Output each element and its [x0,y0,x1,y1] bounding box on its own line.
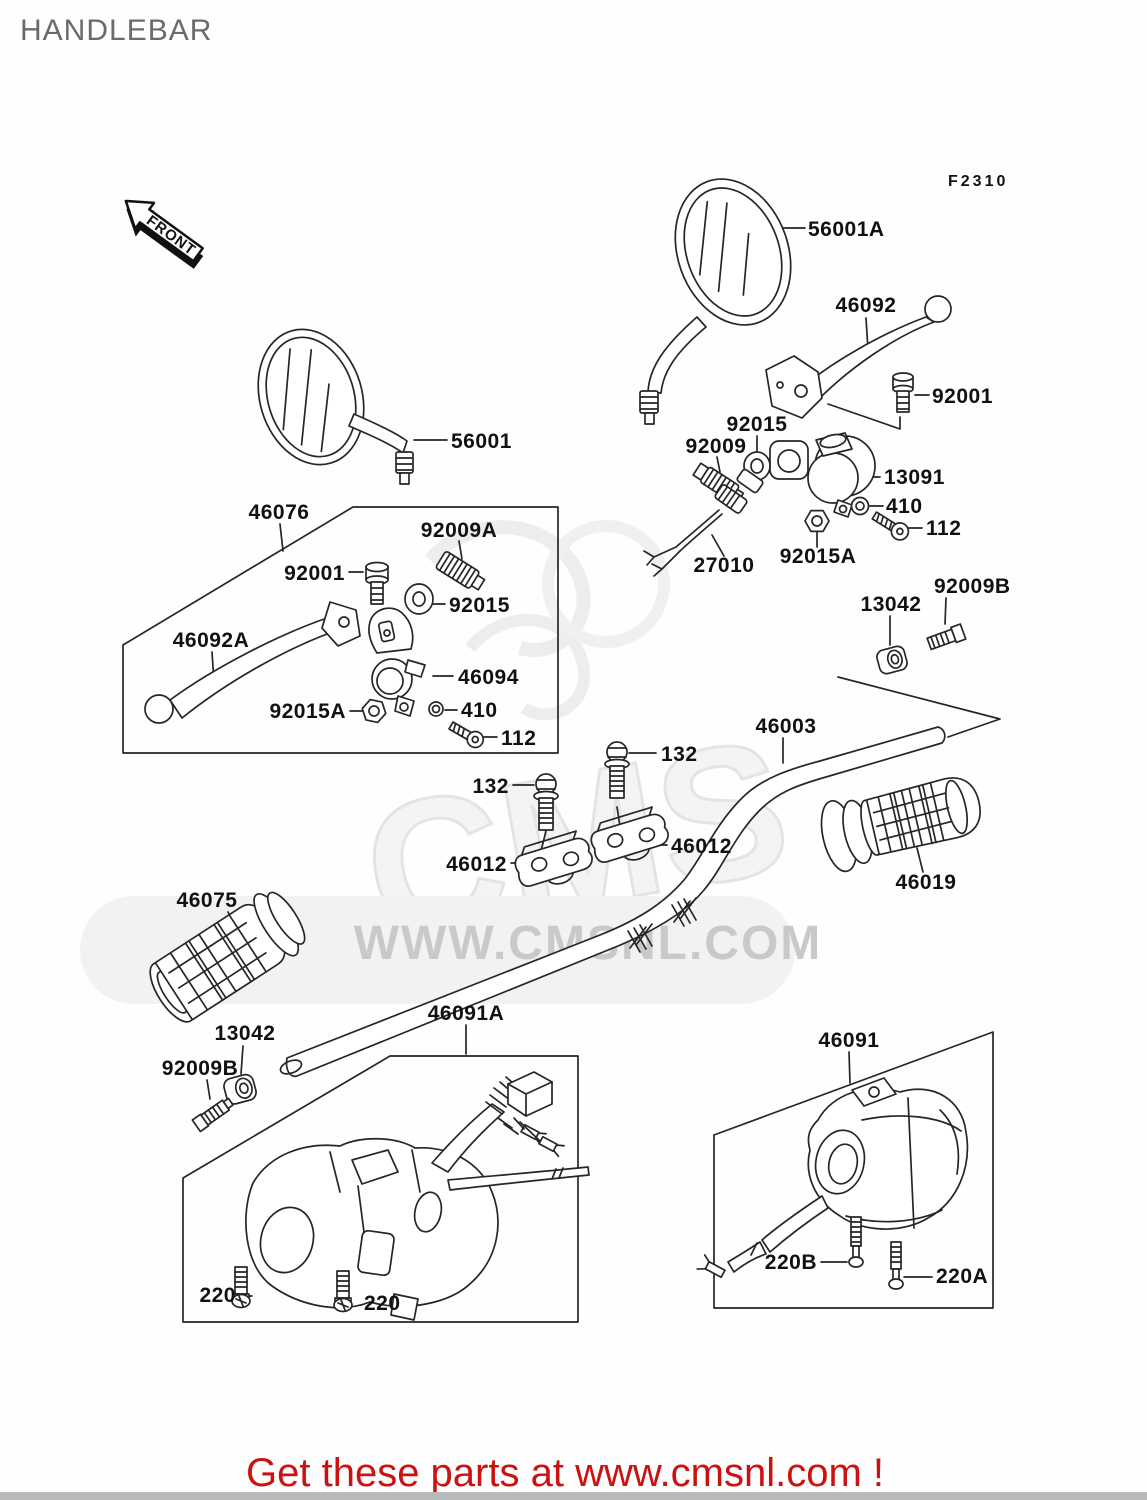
group-boxes [122,506,994,1323]
part-label-46075-28[interactable]: 46075 [177,889,238,912]
part-label-410-21[interactable]: 410 [461,699,498,722]
part-label-46019-27[interactable]: 46019 [896,871,957,894]
mirror-56001A [639,178,792,425]
lever-holder-46094 [367,607,426,717]
grommet-13042-right [876,645,908,675]
bushing-92015-box [404,583,434,615]
part-label-132-23[interactable]: 132 [472,775,509,798]
part-label-46012-25[interactable]: 46012 [446,853,507,876]
bottom-strip [0,1492,1147,1500]
part-label-46092-1[interactable]: 46092 [836,294,897,317]
mirror-56001 [257,328,414,485]
footer-promo-text[interactable]: Get these parts at www.cmsnl.com ! [246,1451,884,1495]
part-labels-layer: 56001A4609292001920159200913091410112920… [162,218,1011,1315]
part-label-46091A-31[interactable]: 46091A [428,1002,505,1025]
part-label-46092A-18[interactable]: 46092A [173,629,250,652]
part-label-46003-12[interactable]: 46003 [756,715,817,738]
switch-housing-left [245,1071,590,1321]
nut-92015A-box [361,698,387,724]
grommet-13042-left [223,1073,257,1105]
part-label-92009B-30[interactable]: 92009B [162,1057,239,1080]
part-label-92015-3[interactable]: 92015 [727,413,788,436]
screw-92009B-left [191,1097,234,1133]
screw-92009B-right [926,623,967,651]
part-label-56001A-0[interactable]: 56001A [808,218,885,241]
page-title: HANDLEBAR [20,14,212,47]
part-label-92015-17[interactable]: 92015 [449,594,510,617]
part-label-92015A-8[interactable]: 92015A [780,545,857,568]
part-label-112-7[interactable]: 112 [926,517,961,540]
part-label-13042-29[interactable]: 13042 [215,1022,276,1045]
grip-46075 [149,891,306,1023]
bolt-92001-box [365,561,389,605]
screw-220-right [333,1270,353,1313]
adjuster-screw-92009A [435,551,486,591]
switch-housing-right [696,1077,969,1279]
part-label-46091-32[interactable]: 46091 [819,1029,880,1052]
part-label-92009B-10[interactable]: 92009B [934,575,1011,598]
nut-410-box [428,701,444,717]
clutch-lever-46092A [144,601,361,724]
part-label-46076-14[interactable]: 46076 [249,501,310,524]
part-label-56001-13[interactable]: 56001 [451,430,512,453]
clutch-cable-27010 [643,468,764,577]
figure-code: F2310 [948,173,1008,190]
boundary-chevron [837,676,1001,738]
part-label-132-24[interactable]: 132 [661,743,698,766]
screw-112-box [448,721,485,749]
part-label-46094-19[interactable]: 46094 [458,666,519,689]
nut-92015A-top [804,509,830,533]
part-label-220B-35[interactable]: 220B [765,1251,817,1274]
handlebar-46003 [279,726,946,1078]
part-label-92009-4[interactable]: 92009 [686,435,747,458]
part-label-220-34[interactable]: 220 [364,1292,401,1315]
screw-220A [888,1241,904,1290]
part-label-92001-2[interactable]: 92001 [932,385,993,408]
part-label-112-22[interactable]: 112 [501,727,536,750]
part-label-410-6[interactable]: 410 [886,495,923,518]
bolt-92001-right [892,372,914,413]
part-label-13091-5[interactable]: 13091 [884,466,945,489]
part-label-220-33[interactable]: 220 [199,1284,236,1307]
part-label-92001-16[interactable]: 92001 [284,562,345,585]
part-label-46012-26[interactable]: 46012 [671,835,732,858]
part-label-13042-11[interactable]: 13042 [861,593,922,616]
part-label-220A-36[interactable]: 220A [936,1265,988,1288]
brake-lever-46092 [765,295,952,419]
part-label-27010-9[interactable]: 27010 [694,554,755,577]
throttle-grip-46019 [820,777,981,873]
screw-112-top [871,511,910,541]
part-label-92009A-15[interactable]: 92009A [421,519,498,542]
nut-410-top [850,496,870,516]
master-cylinder-13091 [769,432,876,518]
screw-220B [848,1216,864,1268]
part-label-92015A-20[interactable]: 92015A [269,700,346,723]
